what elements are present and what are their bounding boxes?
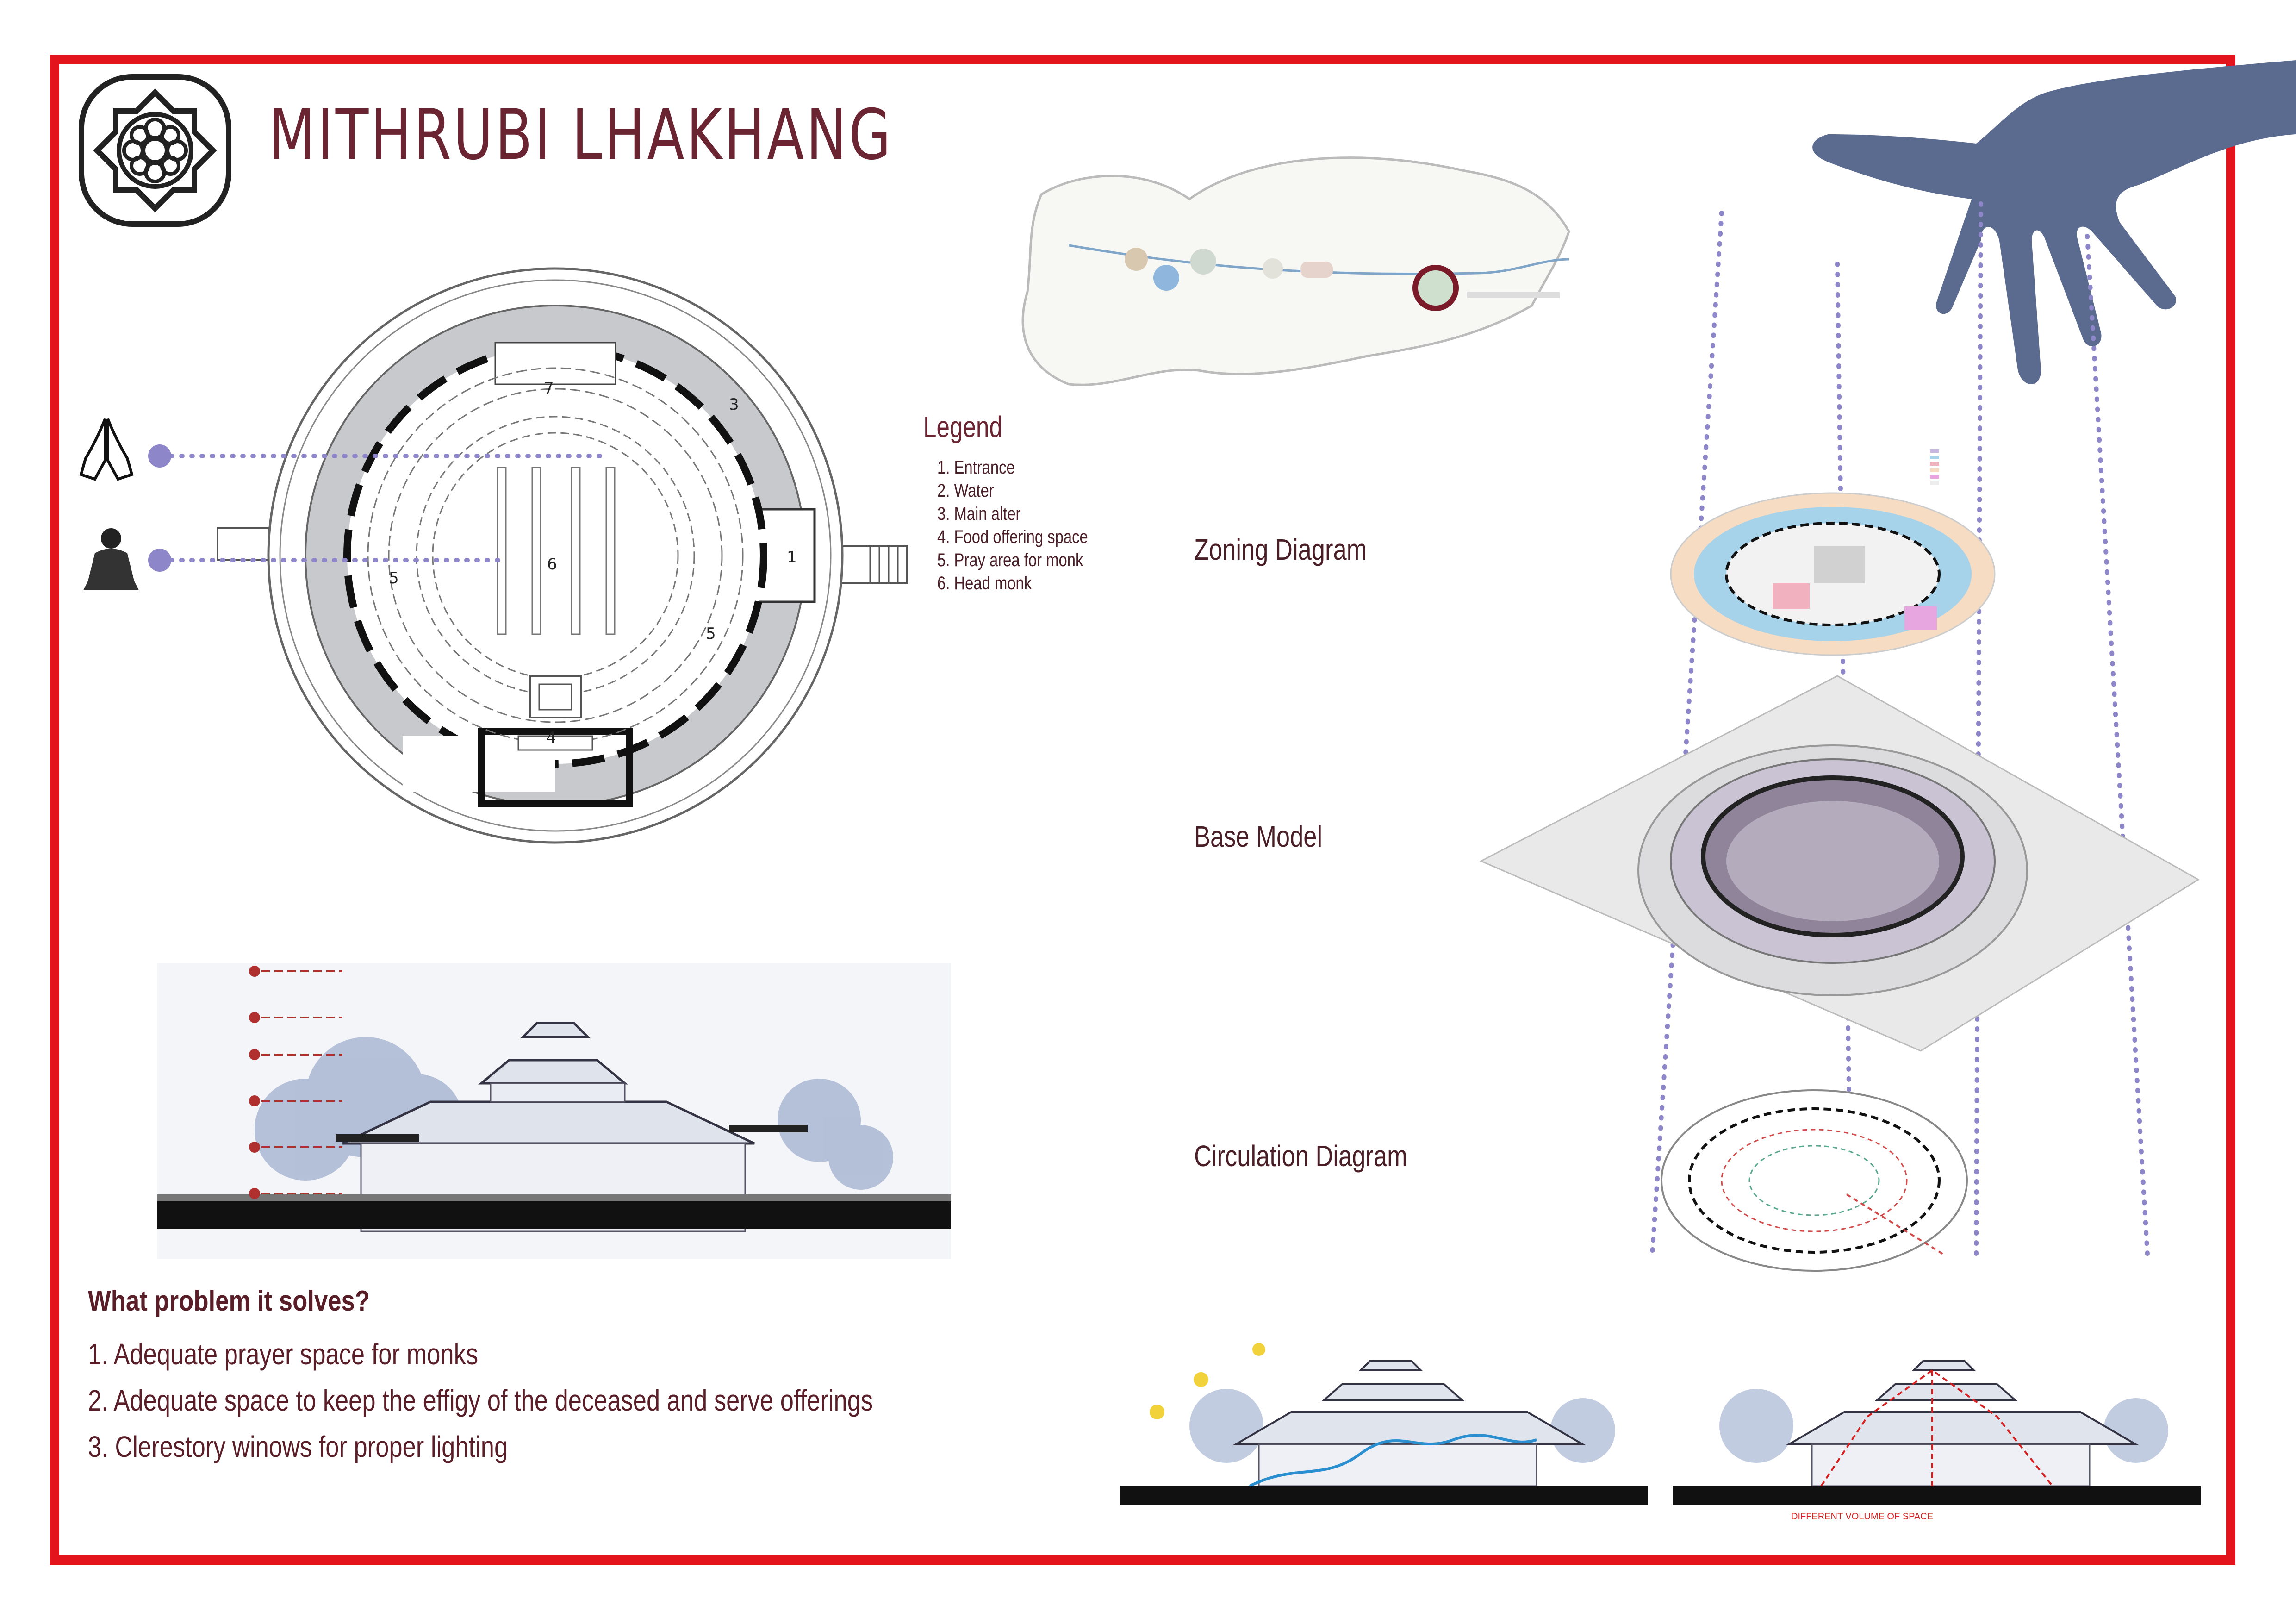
floor-plan: 1 3 4 5 5 6 7 — [217, 267, 908, 844]
zoning-diagram — [1670, 449, 1996, 656]
circulation-diagram-label: Circulation Diagram — [1194, 1139, 1407, 1173]
base-model — [1479, 675, 2200, 1052]
legend-list: 1. Entrance 2. Water 3. Main alter 4. Fo… — [937, 456, 1088, 595]
volume-section — [1673, 1360, 2201, 1505]
problem-item: 1. Adequate prayer space for monks — [88, 1337, 479, 1371]
praying-hands-icon — [79, 418, 134, 481]
puppet-strings — [1650, 201, 2150, 1257]
circulation-diagram — [1661, 1089, 1968, 1272]
page-title: MITHRUBI LHAKHANG — [268, 95, 893, 175]
pray-connector — [148, 444, 609, 468]
plan-label: 3 — [729, 395, 739, 414]
red-frame — [50, 55, 2235, 1565]
legend-item: 3. Main alter — [937, 504, 1021, 524]
zoning-diagram-label: Zoning Diagram — [1194, 533, 1367, 566]
hand-puppeteer-icon — [1812, 60, 2296, 384]
plan-label: 6 — [547, 555, 557, 574]
problem-item: 2. Adequate space to keep the effigy of … — [88, 1384, 873, 1417]
section-caption: DIFFERENT VOLUME OF SPACE — [1791, 1512, 1934, 1522]
seated-monk-icon — [83, 528, 139, 590]
legend-item: 5. Pray area for monk — [937, 550, 1083, 570]
lighting-section — [1120, 1343, 1648, 1505]
legend-title: Legend — [923, 410, 1002, 443]
mandala-logo-icon — [79, 74, 231, 227]
plan-label: 5 — [706, 625, 716, 643]
legend-item: 4. Food offering space — [937, 527, 1088, 547]
plan-label: 4 — [546, 729, 556, 747]
plan-label: 7 — [544, 379, 554, 398]
legend-item: 6. Head monk — [937, 573, 1032, 593]
problem-list: 1. Adequate prayer space for monks 2. Ad… — [88, 1331, 873, 1470]
section-elevation — [157, 963, 951, 1259]
legend-item: 2. Water — [937, 481, 994, 501]
monk-connector — [148, 549, 507, 572]
base-model-label: Base Model — [1194, 820, 1323, 853]
legend-item: 1. Entrance — [937, 457, 1015, 478]
problem-item: 3. Clerestory winows for proper lighting — [88, 1430, 508, 1463]
plan-label: 1 — [787, 548, 797, 567]
plan-label: 5 — [389, 569, 399, 587]
site-plan — [1021, 156, 1570, 386]
problem-title: What problem it solves? — [88, 1285, 370, 1317]
